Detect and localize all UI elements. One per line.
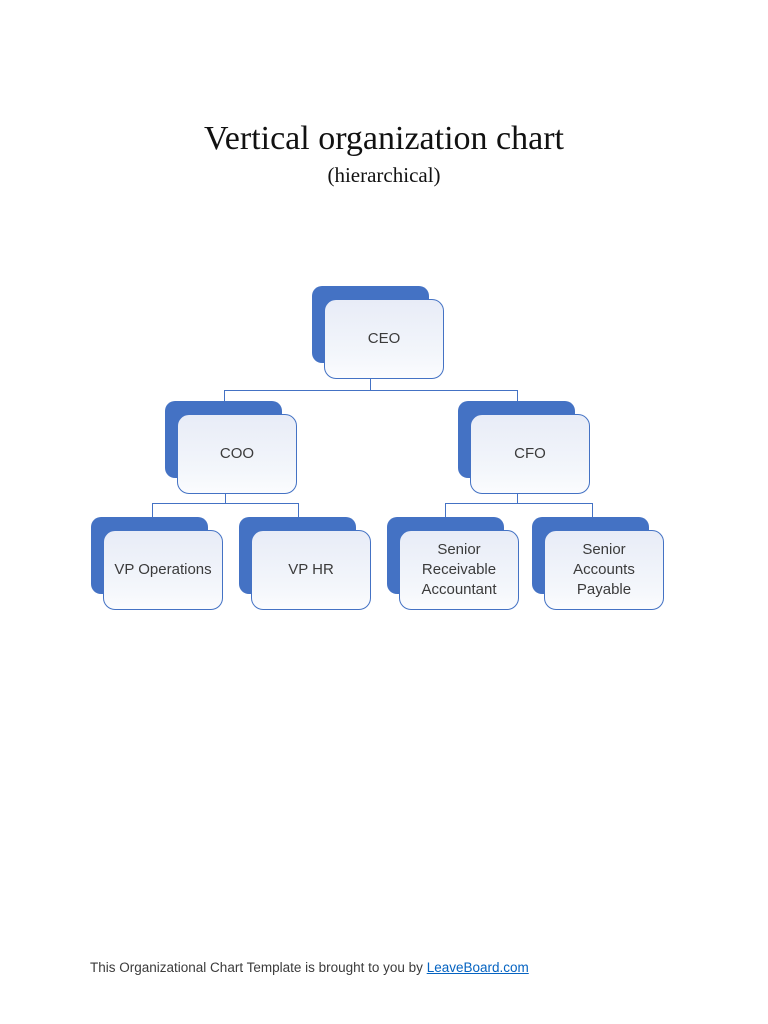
node-box: VP HR — [251, 530, 371, 610]
page-title: Vertical organization chart — [204, 120, 564, 157]
connector-coo-stub — [224, 390, 225, 402]
org-node-cfo: CFO — [458, 401, 590, 494]
leaveboard-link[interactable]: LeaveBoard.com — [426, 960, 529, 975]
footer-text: This Organizational Chart Template is br… — [90, 960, 427, 975]
org-node-vp-operations: VP Operations — [91, 517, 223, 610]
page-subtitle: (hierarchical) — [327, 163, 441, 187]
connector-coo-drop — [225, 493, 226, 504]
org-node-vp-hr: VP HR — [239, 517, 371, 610]
org-node-senior-accounts-payable: Senior Accounts Payable — [532, 517, 664, 610]
connector-ceo-drop — [370, 378, 371, 391]
node-label: Senior Receivable Accountant — [421, 541, 497, 598]
connector-ceo-bus — [224, 390, 518, 391]
connector-cfo-drop — [517, 493, 518, 504]
node-box: Senior Receivable Accountant — [399, 530, 519, 610]
node-box: COO — [177, 414, 297, 494]
node-label: CFO — [514, 445, 546, 462]
node-label: VP Operations — [114, 561, 212, 578]
node-box: CEO — [324, 299, 444, 379]
org-node-senior-receivable-accountant: Senior Receivable Accountant — [387, 517, 519, 610]
connector-coo-bus — [152, 503, 299, 504]
connector-vp-hr-stub — [298, 503, 299, 518]
connector-cfo-bus — [445, 503, 593, 504]
node-label: Senior Accounts Payable — [573, 541, 635, 598]
node-label: COO — [219, 445, 255, 462]
node-box: Senior Accounts Payable — [544, 530, 664, 610]
connector-senior-receivable-stub — [445, 503, 446, 518]
footer-credit: This Organizational Chart Template is br… — [90, 960, 529, 975]
connector-vp-operations-stub — [152, 503, 153, 518]
org-node-ceo: CEO — [312, 286, 444, 379]
node-label: CEO — [367, 330, 401, 347]
connector-senior-payable-stub — [592, 503, 593, 518]
node-box: VP Operations — [103, 530, 223, 610]
node-box: CFO — [470, 414, 590, 494]
org-node-coo: COO — [165, 401, 297, 494]
node-label: VP HR — [288, 561, 334, 578]
connector-cfo-stub — [517, 390, 518, 402]
